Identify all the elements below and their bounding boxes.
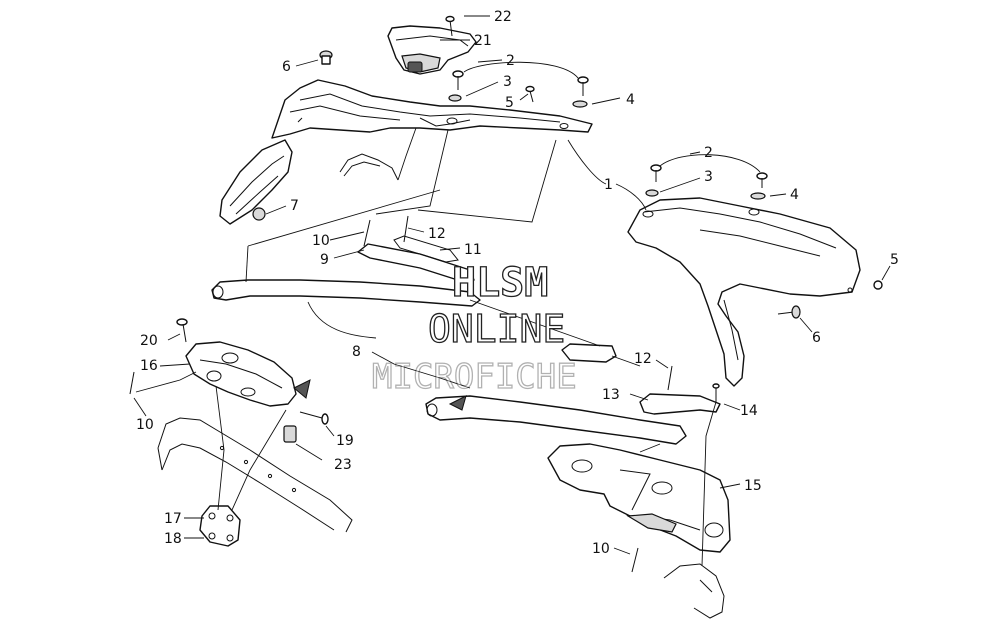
callout-20: 20 <box>140 333 158 349</box>
callout-5-right: 5 <box>890 252 899 268</box>
callout-labels: 22 21 6 2 3 5 4 1 2 3 4 7 10 12 11 9 5 6… <box>136 9 899 557</box>
callout-4: 4 <box>626 92 635 108</box>
callout-17: 17 <box>164 511 182 527</box>
callout-4-right: 4 <box>790 187 799 203</box>
callout-6-right: 6 <box>812 330 821 346</box>
lower-support-bar <box>425 343 721 445</box>
watermark: HLSM ONLINE MICROFICHE <box>371 259 577 397</box>
callout-16: 16 <box>140 358 158 374</box>
callout-9: 9 <box>320 252 329 268</box>
right-side-panel <box>627 197 861 387</box>
callout-10-left: 10 <box>136 417 154 433</box>
callout-10-lower: 10 <box>592 541 610 557</box>
callout-2: 2 <box>506 53 515 69</box>
callout-19: 19 <box>336 433 354 449</box>
left-frame-rail <box>157 417 353 533</box>
callout-5: 5 <box>505 95 514 111</box>
upper-support-bar <box>211 235 481 307</box>
callout-1: 1 <box>604 177 613 193</box>
callout-23: 23 <box>334 457 352 473</box>
mounting-plate <box>199 505 241 547</box>
callout-22: 22 <box>494 9 512 25</box>
callout-8: 8 <box>352 344 361 360</box>
callout-3-right: 3 <box>704 169 713 185</box>
callout-15: 15 <box>744 478 762 494</box>
callout-18: 18 <box>164 531 182 547</box>
callout-13: 13 <box>602 387 620 403</box>
callout-21: 21 <box>474 33 492 49</box>
watermark-online: ONLINE <box>428 307 565 351</box>
callout-2-right: 2 <box>704 145 713 161</box>
lower-mount-plate <box>547 443 731 553</box>
callout-10: 10 <box>312 233 330 249</box>
callout-12-lower: 12 <box>634 351 652 367</box>
callout-3: 3 <box>503 74 512 90</box>
fasteners <box>129 15 883 573</box>
steering-bracket <box>185 341 311 407</box>
callout-6: 6 <box>282 59 291 75</box>
callout-14: 14 <box>740 403 758 419</box>
lower-frame-fragment <box>663 563 725 619</box>
callout-7: 7 <box>290 198 299 214</box>
watermark-microfiche: MICROFICHE <box>372 357 577 397</box>
wire-hook <box>339 153 399 181</box>
watermark-hlsm: HLSM <box>452 260 548 306</box>
upper-console-panel <box>271 79 593 139</box>
left-side-bracket <box>219 139 293 225</box>
gauge-housing <box>387 25 477 75</box>
callout-11: 11 <box>464 242 482 258</box>
callout-12: 12 <box>428 226 446 242</box>
leader-lines <box>133 15 891 567</box>
